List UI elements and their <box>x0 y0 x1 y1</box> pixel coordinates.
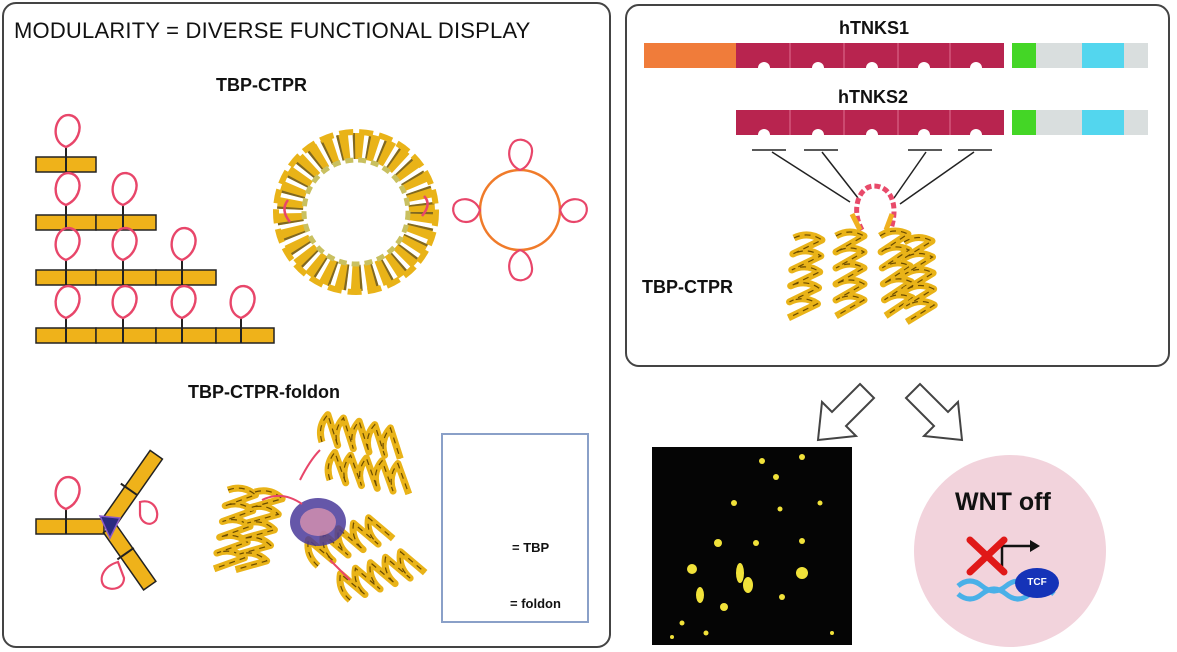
binding-lines <box>752 149 992 205</box>
linear-array-4 <box>35 284 275 344</box>
legend-box <box>441 433 589 623</box>
legend-foldon-text: = foldon <box>510 596 561 611</box>
arrow-to-microscopy <box>816 382 876 442</box>
tcf-protein: TCF <box>1015 568 1059 598</box>
section-title-tbp-ctpr: TBP-CTPR <box>216 75 307 95</box>
ctpr-ring-structure <box>273 129 439 295</box>
tbp-ctpr-structure <box>788 183 934 322</box>
htnks1-domain-bar <box>644 43 1148 68</box>
schematic-ring <box>452 138 588 282</box>
structure-label-tbp-ctpr: TBP-CTPR <box>642 277 733 297</box>
protein-label-htnks2: hTNKS2 <box>838 87 909 107</box>
trimer-structure <box>214 414 425 602</box>
wnt-off-label: WNT off <box>955 488 1051 516</box>
protein-label-htnks1: hTNKS1 <box>839 18 910 38</box>
htnks2-domain-bar <box>736 110 1148 135</box>
linear-array-1 <box>35 113 97 173</box>
wnt-off-circle <box>914 455 1106 647</box>
microscopy-image <box>652 447 852 645</box>
linear-array-2 <box>35 171 157 231</box>
section-title-tbp-ctpr-foldon: TBP-CTPR-foldon <box>188 382 340 402</box>
trimer-schematic <box>35 449 164 591</box>
legend-tbp-text: = TBP <box>512 540 550 555</box>
panel-title: MODULARITY = DIVERSE FUNCTIONAL DISPLAY <box>14 18 531 43</box>
arrow-to-wnt <box>904 382 964 442</box>
